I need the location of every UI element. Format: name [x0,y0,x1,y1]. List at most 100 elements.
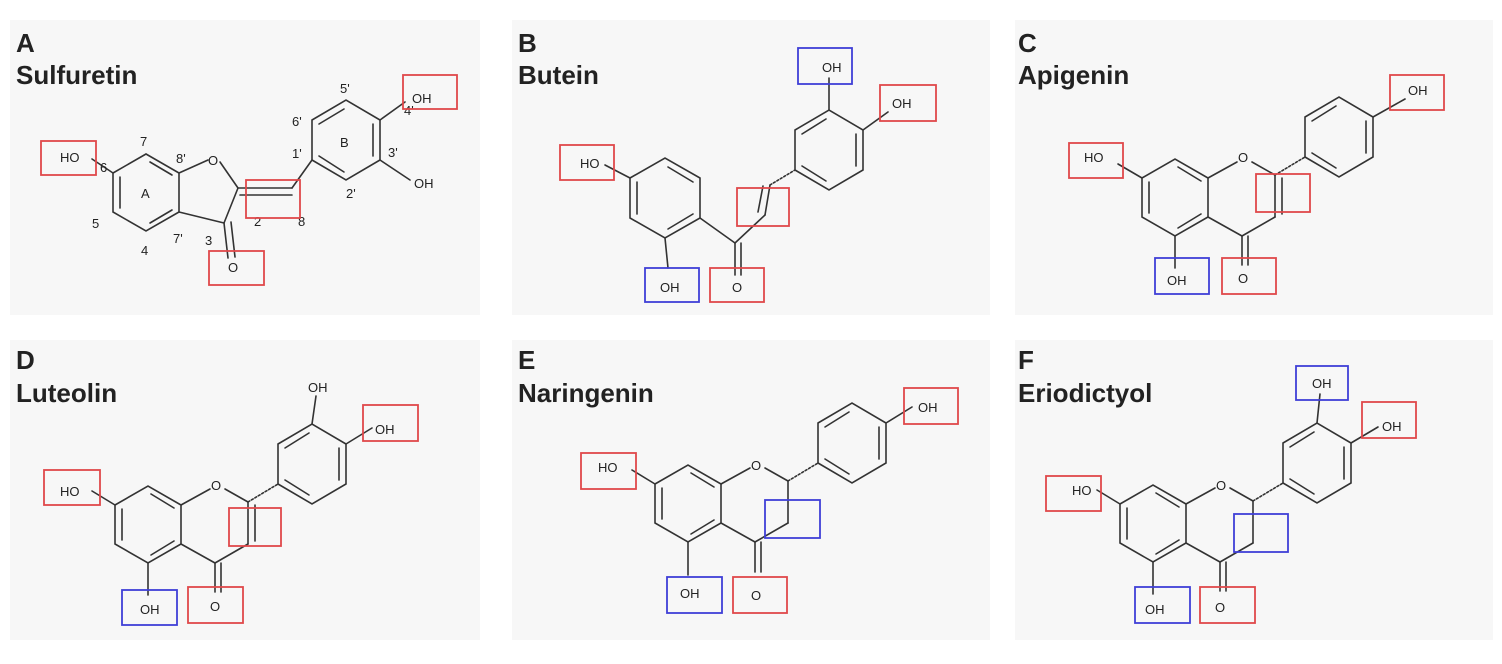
naringenin-box-oh-4p [903,387,959,425]
sulfuretin-ho-6: HO [60,150,80,165]
svg-text:2: 2 [254,214,261,229]
compound-name-apigenin: Apigenin [1018,60,1130,90]
svg-text:2': 2' [346,186,356,201]
svg-text:5': 5' [340,81,350,96]
panel-d-background [10,340,480,640]
luteolin-structure: HO O O OH OH OH [43,380,419,626]
apigenin-box-oh-4p [1389,74,1445,111]
naringenin-box-carbonyl [732,576,788,614]
apigenin-box-ho-7 [1068,142,1124,179]
eriodictyol-ho-7: HO [1072,483,1092,498]
eriodictyol-o-carbonyl: O [1215,600,1225,615]
svg-text:1': 1' [292,146,302,161]
butein-box-oh-4p [879,84,937,122]
eriodictyol-structure: HO O O OH OH OH [1045,365,1417,624]
sulfuretin-o-ring: O [208,153,218,168]
sulfuretin-box-ho-6 [40,140,97,176]
sulfuretin-o-carbonyl: O [228,260,238,275]
svg-text:6: 6 [100,160,107,175]
eriodictyol-box-single-bond [1233,513,1289,553]
naringenin-box-single-bond [764,499,821,539]
naringenin-ho-7: HO [598,460,618,475]
butein-oh-4p: OH [892,96,912,111]
eriodictyol-oh-5: OH [1145,602,1165,617]
panel-b-background [512,20,990,315]
butein-box-ho-4 [559,144,615,181]
compound-name-luteolin: Luteolin [16,378,118,408]
apigenin-box-carbonyl [1221,257,1277,295]
panel-letter-f: F [1018,345,1034,375]
luteolin-oh-5: OH [140,602,160,617]
apigenin-oh-5: OH [1167,273,1187,288]
eriodictyol-box-oh-3p [1295,365,1349,401]
panel-letter-c: C [1018,28,1037,58]
luteolin-box-ho-7 [43,469,101,506]
eriodictyol-box-oh-4p [1361,401,1417,439]
naringenin-structure: HO O O OH OH [580,387,959,614]
luteolin-o-ring: O [211,478,221,493]
compound-name-eriodictyol: Eriodictyol [1018,378,1153,408]
compound-name-naringenin: Naringenin [518,378,654,408]
butein-box-oh-2 [644,267,700,303]
eriodictyol-oh-4p: OH [1382,419,1402,434]
luteolin-oh-3p: OH [308,380,328,395]
apigenin-box-oh-5 [1154,257,1210,295]
apigenin-structure: HO O O OH OH [1068,74,1445,295]
naringenin-box-oh-5 [666,576,723,614]
sulfuretin-box-c2-c8 [245,179,301,219]
butein-box-double-bond [736,187,790,227]
eriodictyol-o-ring: O [1216,478,1226,493]
panel-c-background [1015,20,1493,315]
luteolin-ho-7: HO [60,484,80,499]
luteolin-oh-4p: OH [375,422,395,437]
butein-ho-4: HO [580,156,600,171]
naringenin-o-carbonyl: O [751,588,761,603]
panel-letter-a: A [16,28,35,58]
sulfuretin-oh-4p: OH [412,91,432,106]
svg-text:8: 8 [298,214,305,229]
sulfuretin-structure: HO O O OH OH A B 6 7 8' 5 4 7' 3 2 8 1' … [40,74,458,286]
eriodictyol-box-ho-7 [1045,475,1102,512]
svg-text:3: 3 [205,233,212,248]
butein-oh-3p: OH [822,60,842,75]
svg-text:7': 7' [173,231,183,246]
butein-box-oh-3p [797,47,853,85]
luteolin-box-carbonyl [187,586,244,624]
svg-text:B: B [340,135,349,150]
eriodictyol-oh-3p: OH [1312,376,1332,391]
butein-o-carbonyl: O [732,280,742,295]
luteolin-o-carbonyl: O [210,599,220,614]
svg-text:6': 6' [292,114,302,129]
panel-letter-b: B [518,28,537,58]
naringenin-oh-5: OH [680,586,700,601]
svg-text:A: A [141,186,150,201]
panel-e-background [512,340,990,640]
eriodictyol-box-oh-5 [1134,586,1191,624]
svg-text:8': 8' [176,151,186,166]
svg-text:4: 4 [141,243,148,258]
compound-name-sulfuretin: Sulfuretin [16,60,138,90]
panel-f-background [1015,340,1493,640]
panel-a-background [10,20,480,315]
butein-oh-2: OH [660,280,680,295]
naringenin-o-ring: O [751,458,761,473]
luteolin-box-double-bond [228,507,282,547]
luteolin-box-oh-5 [121,589,178,626]
naringenin-oh-4p: OH [918,400,938,415]
sulfuretin-box-carbonyl [208,250,265,286]
apigenin-box-double-bond [1255,173,1311,213]
sulfuretin-oh-3p: OH [414,176,434,191]
apigenin-oh-4p: OH [1408,83,1428,98]
compound-name-butein: Butein [518,60,599,90]
apigenin-o-ring: O [1238,150,1248,165]
svg-text:3': 3' [388,145,398,160]
apigenin-o-carbonyl: O [1238,271,1248,286]
naringenin-box-ho-7 [580,452,637,490]
eriodictyol-box-carbonyl [1199,586,1256,624]
butein-structure: HO OH O OH OH [559,47,937,303]
svg-text:5: 5 [92,216,99,231]
svg-text:4': 4' [404,103,414,118]
sulfuretin-box-oh-4p [402,74,458,110]
panel-letter-e: E [518,345,536,375]
